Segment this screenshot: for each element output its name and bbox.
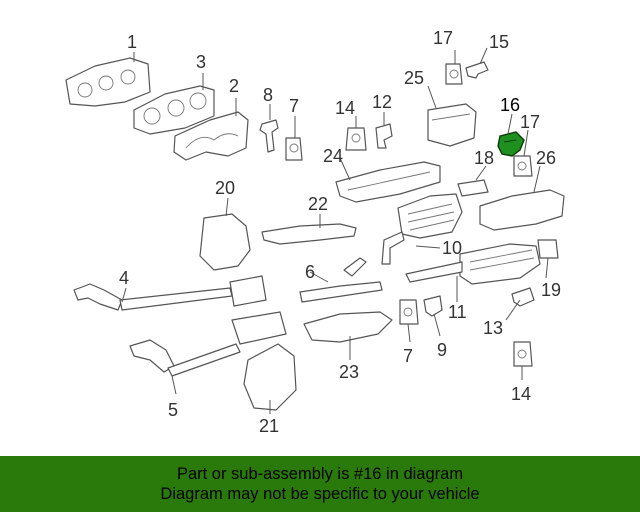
callout-22: 22 <box>308 194 328 214</box>
callout-26: 26 <box>536 148 556 168</box>
callout-3: 3 <box>196 52 206 72</box>
caption-banner: Part or sub-assembly is #16 in diagram D… <box>0 456 640 512</box>
callout-25: 25 <box>404 68 424 88</box>
callout-14-top: 14 <box>335 98 355 118</box>
callout-19: 19 <box>541 280 561 300</box>
part-15-bracket <box>465 61 489 79</box>
callout-14-bottom: 14 <box>511 384 531 404</box>
exhaust-parts-diagram: 1 2 3 4 5 6 7 7 8 9 10 11 12 13 14 14 15… <box>65 28 565 436</box>
callout-24: 24 <box>323 146 343 166</box>
callout-16-highlighted: 16 <box>500 95 520 115</box>
part-14-hanger-top <box>345 127 367 151</box>
part-1-manifold-gasket <box>65 57 151 107</box>
part-21-heat-shield <box>243 343 297 411</box>
part-26-heat-shield <box>479 189 565 231</box>
caption-line-1: Part or sub-assembly is #16 in diagram <box>176 465 464 483</box>
callout-23: 23 <box>339 362 359 382</box>
part-13-bracket <box>511 287 535 307</box>
callout-15: 15 <box>489 32 509 52</box>
caption-line-2: Diagram may not be specific to your vehi… <box>160 485 480 503</box>
part-17-hanger-right <box>513 155 533 177</box>
part-rear-muffler <box>405 243 541 285</box>
callout-17-top: 17 <box>433 28 453 48</box>
part-9-bracket <box>423 295 443 317</box>
part-18-bracket <box>457 179 489 197</box>
part-19-tail-tip <box>537 239 559 259</box>
part-25-heat-shield <box>427 103 477 147</box>
callout-labels: 1 2 3 4 5 6 7 7 8 9 10 11 12 13 14 14 15… <box>119 28 561 436</box>
part-7-hanger-bottom <box>399 299 419 325</box>
callout-5: 5 <box>168 400 178 420</box>
part-20-heat-shield <box>199 213 251 271</box>
part-3-manifold-shield <box>133 85 215 135</box>
callout-9: 9 <box>437 340 447 360</box>
part-14-hanger-bottom <box>513 341 533 367</box>
callout-7-bottom: 7 <box>403 346 413 366</box>
callout-1: 1 <box>127 32 137 52</box>
part-4-front-pipe <box>73 275 267 311</box>
part-22-bracket <box>261 223 357 245</box>
part-center-muffler <box>381 193 463 265</box>
part-17-hanger-top <box>445 63 463 85</box>
callout-11: 11 <box>448 302 467 322</box>
callout-10: 10 <box>442 238 462 258</box>
callout-17-right: 17 <box>520 112 540 132</box>
callout-6: 6 <box>305 262 315 282</box>
part-5-front-pipe <box>129 311 287 377</box>
part-7-hanger-top <box>285 137 303 161</box>
part-24-heat-shield <box>335 161 441 203</box>
part-23-heat-shield <box>303 311 393 343</box>
part-8-bracket <box>259 119 279 153</box>
callout-12: 12 <box>372 92 392 112</box>
part-12-bracket <box>375 123 393 149</box>
part-6-y-pipe <box>299 257 383 303</box>
callout-21: 21 <box>259 416 279 436</box>
callout-13: 13 <box>483 318 503 338</box>
callout-2: 2 <box>229 76 239 96</box>
callout-4: 4 <box>119 268 129 288</box>
callout-7-top: 7 <box>289 96 299 116</box>
part-16-hanger-bracket <box>497 131 525 157</box>
callout-18: 18 <box>474 148 494 168</box>
part-2-exhaust-manifold <box>173 111 249 161</box>
leader-lines <box>121 47 549 414</box>
callout-20: 20 <box>215 178 235 198</box>
callout-8: 8 <box>263 85 273 105</box>
